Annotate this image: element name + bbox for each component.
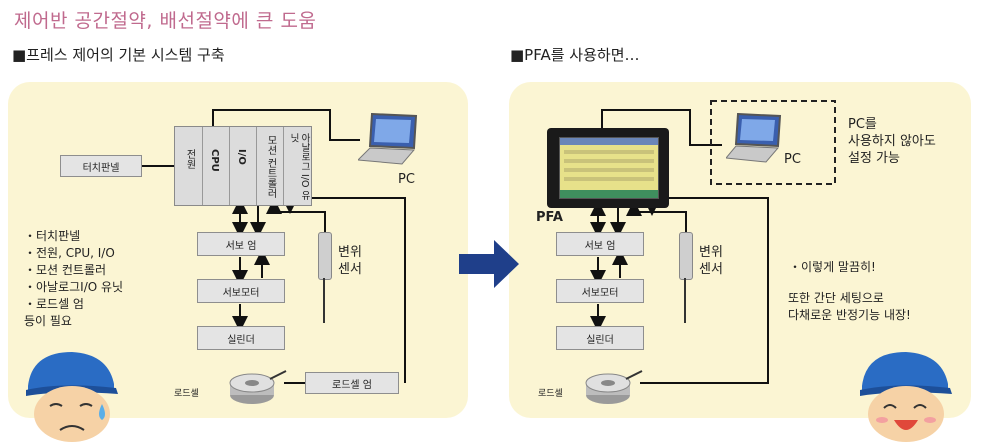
unit-io-label: I/O xyxy=(236,149,247,165)
requirements-list: ・터치판넬 ・전원, CPU, I/O ・모션 컨트롤러 ・아날로그I/O 유닛… xyxy=(24,228,123,330)
happy-worker-icon xyxy=(860,352,952,442)
right-servo-motor-label: 서보모터 xyxy=(581,287,619,299)
right-pc-label: PC xyxy=(784,152,801,167)
right-sensor-cable xyxy=(684,278,686,323)
unit-motion-label: 모션 컨트롤러 xyxy=(265,135,276,199)
load-cell-amp-label: 로드셀 엄 xyxy=(332,379,372,391)
requirement-item: ・모션 컨트롤러 xyxy=(24,263,107,277)
right-displacement-sensor-icon xyxy=(679,232,693,280)
page-title: 제어반 공간절약, 배선절약에 큰 도움 xyxy=(14,10,317,32)
unit-power-label: 전원 xyxy=(184,149,195,169)
unit-analog-label: 아날로그 I/O 유닛 xyxy=(288,133,310,201)
plc-rack: 전원 CPU I/O 모션 컨트롤러 아날로그 I/O 유닛 xyxy=(174,126,312,206)
laptop-icon xyxy=(358,112,418,165)
right-laptop-icon xyxy=(726,112,782,163)
pfa-screen xyxy=(559,137,659,199)
left-servo-amp-box: 서보 엄 xyxy=(197,232,285,256)
left-pc-label: PC xyxy=(398,172,415,187)
benefit-clean: ・이렇게 말끔히! xyxy=(789,260,876,274)
pfa-device xyxy=(547,128,669,208)
left-load-cell-icon xyxy=(229,370,287,404)
unit-cpu-label: CPU xyxy=(209,149,220,172)
right-servo-motor-box: 서보모터 xyxy=(556,279,644,303)
right-servo-amp-label: 서보 엄 xyxy=(584,240,616,252)
pfa-label: PFA xyxy=(536,210,563,225)
benefit-features: 또한 간단 세팅으로 다채로운 반정기능 내장! xyxy=(788,291,911,322)
right-heading: ■PFA를 사용하면… xyxy=(510,46,640,64)
left-servo-motor-box: 서보모터 xyxy=(197,279,285,303)
left-servo-amp-label: 서보 엄 xyxy=(225,240,257,252)
touch-panel-box: 터치판넬 xyxy=(60,155,142,177)
left-cylinder-box: 실린더 xyxy=(197,326,285,350)
right-servo-amp-box: 서보 엄 xyxy=(556,232,644,256)
right-sensor-label: 변위 센서 xyxy=(699,245,723,277)
load-cell-amp-box: 로드셀 엄 xyxy=(305,372,399,394)
right-load-cell-icon xyxy=(585,370,643,404)
right-cylinder-label: 실린더 xyxy=(586,334,614,346)
right-load-cell-label: 로드셀 xyxy=(538,389,563,399)
touch-panel-label: 터치판넬 xyxy=(82,162,120,174)
left-load-cell-label: 로드셀 xyxy=(174,389,199,399)
pc-note: PC를 사용하지 않아도 설정 가능 xyxy=(848,117,936,166)
left-displacement-sensor-icon xyxy=(318,232,332,280)
right-cylinder-box: 실린더 xyxy=(556,326,644,350)
requirement-item: ・터치판넬 xyxy=(24,229,81,243)
requirement-item: 등이 필요 xyxy=(24,314,72,328)
left-sensor-label: 변위 센서 xyxy=(338,245,362,277)
requirement-item: ・아날로그I/O 유닛 xyxy=(24,280,124,294)
worried-worker-icon xyxy=(26,352,118,442)
left-servo-motor-label: 서보모터 xyxy=(222,287,260,299)
requirement-item: ・로드셀 엄 xyxy=(24,297,84,311)
left-sensor-cable xyxy=(323,278,325,323)
left-heading: ■프레스 제어의 기본 시스템 구축 xyxy=(12,46,225,64)
left-cylinder-label: 실린더 xyxy=(227,334,255,346)
requirement-item: ・전원, CPU, I/O xyxy=(24,246,115,260)
